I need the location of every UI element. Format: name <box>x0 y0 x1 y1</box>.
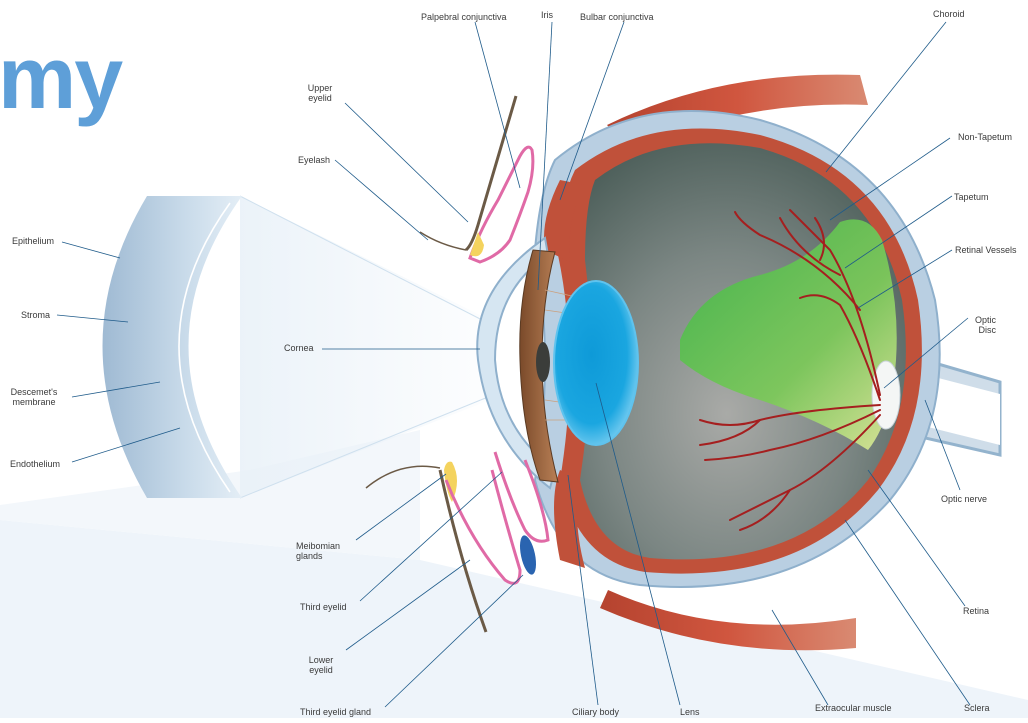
label-upper-eyelid: Upper eyelid <box>300 83 340 103</box>
label-stroma: Stroma <box>21 310 50 320</box>
label-third-eyelid: Third eyelid <box>300 602 347 612</box>
lens-body <box>554 281 638 445</box>
label-optic-disc: Optic Disc <box>960 315 996 335</box>
label-retinal-vessels: Retinal Vessels <box>955 245 1017 255</box>
label-ciliary-body: Ciliary body <box>572 707 619 717</box>
label-endothelium: Endothelium <box>10 459 60 469</box>
label-eyelash: Eyelash <box>298 155 330 165</box>
label-third-eyelid-gland: Third eyelid gland <box>300 707 371 717</box>
label-descemets-membrane: Descemet's membrane <box>8 387 60 407</box>
label-non-tapetum: Non-Tapetum <box>958 132 1012 142</box>
label-extraocular-muscle: Extraocular muscle <box>815 703 892 713</box>
upper-eyelid-skin <box>466 96 516 250</box>
page-title-fragment: my <box>0 28 121 128</box>
cornea-section <box>103 196 243 498</box>
label-optic-nerve: Optic nerve <box>941 494 987 504</box>
label-lens: Lens <box>680 707 700 717</box>
label-sclera: Sclera <box>964 703 990 713</box>
label-retina: Retina <box>963 606 989 616</box>
label-palpebral-conjunctiva: Palpebral conjunctiva <box>421 12 507 22</box>
pupil <box>536 342 550 382</box>
eyelash-upper <box>420 232 466 250</box>
label-lower-eyelid: Lower eyelid <box>301 655 341 675</box>
label-meibomian-glands: Meibomian glands <box>296 541 352 561</box>
lower-eyelid-shape <box>446 470 520 583</box>
label-tapetum: Tapetum <box>954 192 989 202</box>
label-iris: Iris <box>541 10 553 20</box>
label-bulbar-conjunctiva: Bulbar conjunctiva <box>580 12 654 22</box>
label-cornea: Cornea <box>284 343 314 353</box>
label-choroid: Choroid <box>933 9 965 19</box>
label-epithelium: Epithelium <box>12 236 54 246</box>
